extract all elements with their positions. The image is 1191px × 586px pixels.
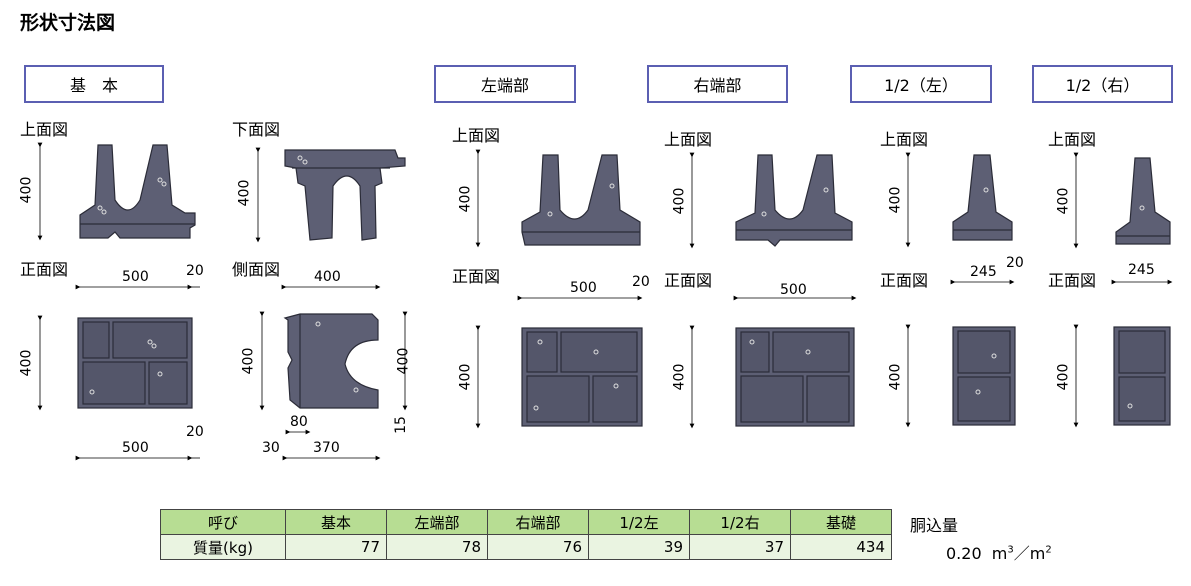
dim-left-front-w: 500 — [570, 280, 597, 296]
right-top-block — [735, 154, 853, 247]
dim-halfleft-front-h: 400 — [887, 363, 904, 391]
volume-label: 胴込量 — [910, 516, 959, 535]
dim-basic-front-h: 400 — [18, 349, 35, 377]
dim-right-front-h: 400 — [671, 363, 688, 391]
view-label-front-halfleft: 正面図 — [880, 271, 929, 290]
label-half-right-text: 1/2（右） — [1065, 76, 1140, 95]
dim-basic-side-370: 370 — [313, 440, 340, 456]
dim-halfleft-w: 245 — [970, 264, 997, 280]
label-half-right: 1/2（右） — [1032, 65, 1173, 103]
dim-basic-side-15: 15 — [392, 416, 409, 434]
dim-basic-side-h2: 400 — [395, 347, 412, 375]
left-top-block — [521, 154, 641, 246]
label-left-end-text: 左端部 — [480, 76, 529, 95]
view-label-side-basic: 側面図 — [232, 260, 281, 279]
dim-basic-bottom-h: 400 — [236, 179, 253, 207]
label-basic: 基 本 — [24, 65, 164, 103]
volume-value: 0.20 m3／m2 — [946, 540, 1052, 564]
volume-number: 0.20 — [946, 544, 982, 563]
mass-table-header-cell: 1/2左 — [588, 509, 690, 535]
dim-basic-front-20b: 20 — [186, 424, 204, 440]
mass-table-header-cell: 右端部 — [487, 509, 589, 535]
page-title: 形状寸法図 — [20, 12, 116, 34]
label-right-end-text: 右端部 — [693, 76, 742, 95]
basic-top-block — [79, 144, 196, 239]
mass-table-row: 質量(kg) 77 78 76 39 37 434 — [160, 534, 892, 560]
label-half-left: 1/2（左） — [850, 65, 992, 103]
basic-bottom-block — [284, 149, 406, 241]
mass-table-cell: 434 — [790, 534, 892, 560]
dim-left-front-h: 400 — [457, 363, 474, 391]
mass-table-header-cell: 1/2右 — [689, 509, 791, 535]
view-label-top-left: 上面図 — [452, 126, 501, 145]
mass-table-row-label: 質量(kg) — [160, 534, 286, 560]
mass-table-cell: 37 — [689, 534, 791, 560]
mass-table-cell: 77 — [285, 534, 387, 560]
view-label-top-right: 上面図 — [664, 130, 713, 149]
mass-table-cell: 78 — [386, 534, 488, 560]
mass-table-header-cell: 呼び — [160, 509, 286, 535]
label-half-left-text: 1/2（左） — [884, 76, 958, 95]
mass-table-header-cell: 基本 — [285, 509, 387, 535]
label-right-end: 右端部 — [647, 65, 788, 103]
volume-unit-exp2: 2 — [1045, 544, 1052, 556]
view-label-bottom-basic: 下面図 — [232, 120, 281, 139]
mass-table: 呼び 基本 左端部 右端部 1/2左 1/2右 基礎 質量(kg) 77 78 … — [160, 509, 892, 560]
view-label-top-halfleft: 上面図 — [880, 130, 929, 149]
view-label-top-basic: 上面図 — [20, 120, 69, 139]
dim-halfright-w: 245 — [1128, 262, 1155, 278]
dim-basic-side-w: 400 — [314, 269, 341, 285]
mass-table-header: 呼び 基本 左端部 右端部 1/2左 1/2右 基礎 — [160, 509, 892, 535]
basic-side-block — [283, 313, 379, 409]
view-label-top-halfright: 上面図 — [1048, 130, 1097, 149]
label-left-end: 左端部 — [434, 65, 576, 103]
dim-basic-side-80: 80 — [290, 414, 308, 430]
dim-left-top-h: 400 — [457, 185, 474, 213]
dim-halfleft-20: 20 — [1006, 255, 1024, 271]
label-basic-text: 基 本 — [69, 76, 118, 95]
dim-basic-side-h: 400 — [240, 347, 257, 375]
dim-basic-side-30: 30 — [262, 440, 280, 456]
volume-unit-exp: 3 — [1007, 544, 1014, 556]
mass-table-header-cell: 左端部 — [386, 509, 488, 535]
halfleft-top-block — [952, 154, 1013, 241]
dim-basic-front-20: 20 — [186, 263, 204, 279]
view-label-front-right: 正面図 — [664, 271, 713, 290]
dim-halfright-top-h: 400 — [1055, 187, 1072, 215]
halfright-top-block — [1115, 157, 1171, 245]
dim-basic-front-w: 500 — [122, 269, 149, 285]
view-label-front-halfright: 正面図 — [1048, 271, 1097, 290]
mass-table-cell: 76 — [487, 534, 589, 560]
dim-basic-top-h: 400 — [18, 176, 35, 204]
dim-basic-front-w2: 500 — [122, 440, 149, 456]
dim-left-front-20: 20 — [632, 274, 650, 290]
mass-table-cell: 39 — [588, 534, 690, 560]
volume-unit-sep: ／m — [1013, 544, 1046, 563]
dim-halfright-front-h: 400 — [1055, 363, 1072, 391]
dim-right-top-h: 400 — [671, 187, 688, 215]
view-label-front-left: 正面図 — [452, 267, 501, 286]
mass-table-header-cell: 基礎 — [790, 509, 892, 535]
dim-right-front-w: 500 — [780, 282, 807, 298]
dim-halfleft-top-h: 400 — [887, 186, 904, 214]
view-label-front-basic: 正面図 — [20, 260, 69, 279]
volume-unit-m: m — [991, 544, 1008, 563]
